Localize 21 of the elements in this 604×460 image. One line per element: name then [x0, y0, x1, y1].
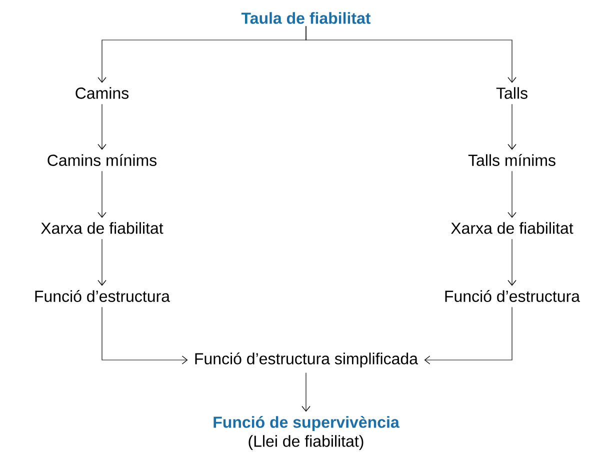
arrow: [508, 104, 516, 150]
step-label: Xarxa de fiabilitat: [451, 222, 574, 234]
arrow: [98, 238, 106, 286]
arrow: [102, 306, 188, 364]
arrow: [302, 372, 310, 412]
step-label: Talls mínims: [468, 154, 556, 166]
arrow: [98, 104, 106, 150]
step-label: Talls: [496, 87, 528, 99]
arrow: [306, 26, 516, 83]
step-label: Funció d’estructura simplificada: [195, 352, 418, 368]
step-label: Xarxa de fiabilitat: [41, 222, 164, 234]
arrow: [508, 238, 516, 286]
arrow: [98, 170, 106, 218]
step-label: Camins: [76, 87, 129, 99]
step-label: Funció d’estructura: [445, 290, 580, 302]
heading-text: Funció de supervivència (Llei de fiabilitat): [214, 416, 400, 450]
arrow: [508, 170, 516, 218]
arrow: [424, 306, 512, 364]
step-label: Funció d’estructura: [35, 290, 170, 302]
heading-text: Taula de fiabilitat: [241, 12, 371, 24]
step-label: Camins mínims: [48, 154, 156, 166]
